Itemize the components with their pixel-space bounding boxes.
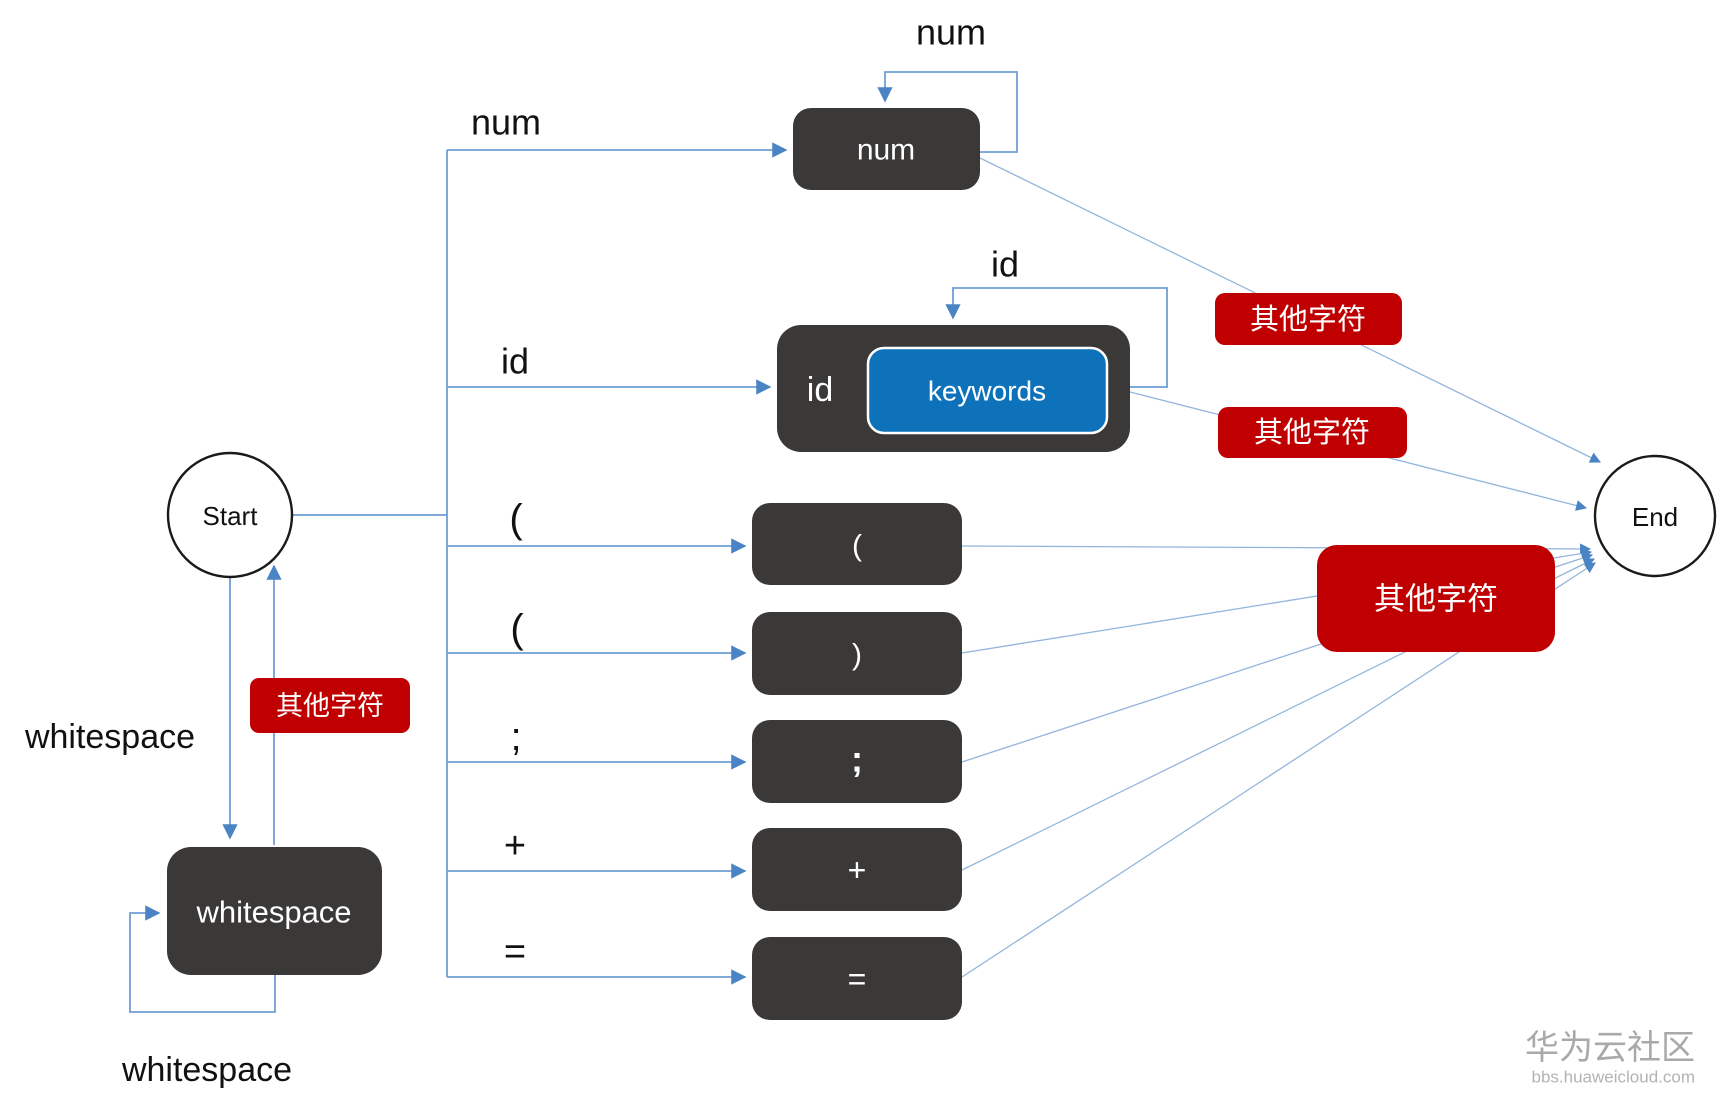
num-state: num xyxy=(793,108,980,190)
edge-labels: num id num id ( ( ; + = whitespace white… xyxy=(24,12,1019,1090)
other-chars-label-3: 其他字符 xyxy=(1374,582,1498,617)
end-state: End xyxy=(1593,454,1717,578)
branch-num-label: num xyxy=(471,102,541,143)
equals-state: = xyxy=(752,937,962,1020)
other-chars-label-2: 其他字符 xyxy=(1254,416,1370,449)
paren-close-box-label: ) xyxy=(852,639,862,672)
paren-close-state: ) xyxy=(752,612,962,695)
other-chars-box-4 xyxy=(250,678,410,733)
plus-box xyxy=(752,828,962,911)
semicolon-box-label: ; xyxy=(851,739,863,780)
edge-whitespace-self-loop xyxy=(129,905,276,1013)
branch-id-label: id xyxy=(501,341,529,382)
plus-box-label: + xyxy=(848,852,867,888)
edge-id-self-loop xyxy=(945,287,1168,388)
start-circle xyxy=(166,451,294,579)
branch-equals-label: = xyxy=(504,931,526,973)
other-chars-box-3 xyxy=(1317,545,1555,652)
num-box-label: num xyxy=(857,134,915,167)
equals-box xyxy=(752,937,962,1020)
branch-paren-open-label: ( xyxy=(509,497,523,541)
paren-close-box xyxy=(752,612,962,695)
other-chars-num-label: 其他字符 xyxy=(1215,293,1402,345)
keywords-box xyxy=(866,346,1109,435)
watermark-subtitle: bbs.huaweicloud.com xyxy=(1532,1068,1695,1087)
start-state: Start xyxy=(166,451,294,579)
other-chars-box-2 xyxy=(1218,407,1407,458)
other-chars-label-1: 其他字符 xyxy=(1250,303,1366,336)
watermark-title: 华为云社区 xyxy=(1525,1029,1695,1067)
branch-edges xyxy=(292,142,788,985)
semicolon-box xyxy=(752,720,962,803)
num-box xyxy=(793,108,980,190)
branch-semicolon-label: ; xyxy=(510,715,521,759)
id-state: id keywords xyxy=(777,325,1130,452)
paren-open-state: ( xyxy=(752,503,962,585)
start-whitespace-label: whitespace xyxy=(24,718,195,756)
end-circle xyxy=(1593,454,1717,578)
edge-num-self-loop xyxy=(877,71,1018,153)
other-chars-box-1 xyxy=(1215,293,1402,345)
paren-open-box xyxy=(752,503,962,585)
whitespace-box xyxy=(167,847,382,975)
id-loop-label: id xyxy=(991,244,1019,285)
other-chars-id-label: 其他字符 xyxy=(1218,407,1407,458)
branch-paren-close-label: ( xyxy=(510,607,524,651)
keywords-box-label: keywords xyxy=(928,376,1046,407)
equals-box-label: = xyxy=(848,961,867,997)
branch-plus-label: + xyxy=(504,825,526,867)
other-chars-label-4: 其他字符 xyxy=(276,691,384,721)
whitespace-box-label: whitespace xyxy=(195,895,351,930)
other-chars-symbols-label: 其他字符 xyxy=(1317,545,1555,652)
num-loop-label: num xyxy=(916,12,986,53)
other-chars-whitespace-label: 其他字符 xyxy=(250,678,410,733)
edges-to-end xyxy=(961,157,1601,978)
paren-open-box-label: ( xyxy=(852,530,862,563)
whitespace-state: whitespace xyxy=(167,847,382,975)
start-label: Start xyxy=(203,501,259,531)
semicolon-state: ; xyxy=(752,720,962,803)
end-label: End xyxy=(1632,502,1678,532)
id-box-label: id xyxy=(807,371,833,409)
whitespace-loop-label: whitespace xyxy=(121,1051,292,1089)
plus-state: + xyxy=(752,828,962,911)
watermark: 华为云社区 bbs.huaweicloud.com xyxy=(1525,1029,1695,1087)
